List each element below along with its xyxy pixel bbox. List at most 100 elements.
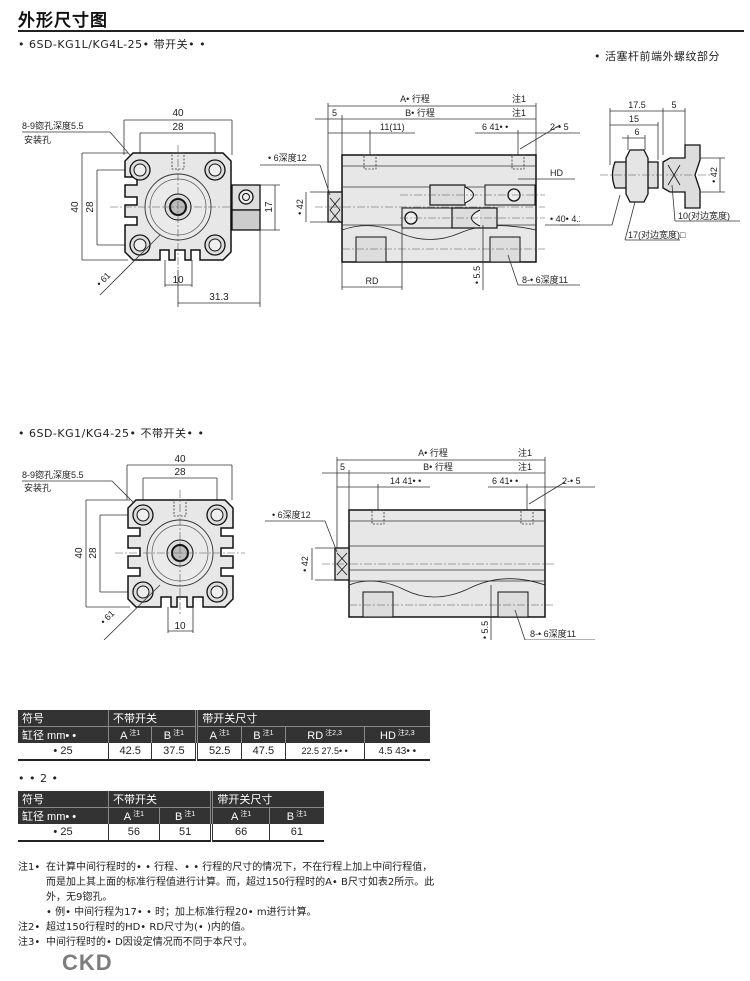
- hole-note-b2: 安装孔: [24, 482, 51, 493]
- wrench-17: 17(对边宽度)□: [628, 229, 686, 240]
- rod-end-detail: 17.5 5 15 6 • 42 10(对边宽度) 17(对边宽度)□: [560, 100, 740, 241]
- note-3: 注3•中间行程时的• D因设定情况而不同于本尺寸。: [18, 937, 253, 948]
- rod-bore-2: • 6深度12: [272, 509, 311, 520]
- note-1-example: • 例• 中间行程为17• • 时；加上标准行程20• m进行计算。: [46, 907, 317, 918]
- dim-switch-height: 17: [264, 201, 275, 213]
- dim-switch-offset: 31.3: [209, 292, 229, 303]
- side-view-without-switch: A• 行程 注1 B• 行程 注1 5 14 41• • 6 41• • 2-•…: [265, 447, 595, 640]
- hole-note-b: 8-9锪孔深度5.5: [22, 469, 84, 480]
- cell: 22.5 27.5• •: [284, 743, 365, 761]
- table-row: • 25 42.5 37.5 52.5 47.5 22.5 27.5• • 4.…: [18, 743, 430, 761]
- cell: 47.5: [241, 743, 286, 761]
- ckd-logo: CKD: [62, 950, 113, 975]
- dim-5-5-2: • 5.5: [480, 621, 490, 639]
- dim-5-2: 5: [340, 462, 345, 472]
- dim-height-outer-2: 40: [74, 547, 85, 559]
- cell-bore: • 25: [18, 743, 109, 761]
- dim-6: 6 41• •: [482, 122, 508, 132]
- group-with-switch: 带开关尺寸: [210, 791, 324, 808]
- group-no-switch: 不带开关: [107, 791, 212, 808]
- dim-slot-width: 10: [172, 275, 184, 286]
- dim-a-note: 注1: [512, 93, 526, 104]
- hole-note: 8-9锪孔深度5.5: [22, 120, 84, 131]
- header-symbol: 符号: [18, 710, 109, 727]
- dim-11: 11(11): [380, 122, 405, 132]
- front-view-without-switch: 40 28 40 28 8-9锪孔深度5.5 安装孔 • 61 10: [22, 454, 245, 640]
- cell: 42.5: [107, 743, 152, 761]
- dim-width-inner-2: 28: [174, 467, 186, 478]
- dim-a-stroke: A• 行程: [400, 93, 430, 104]
- note-1: 注1•在计算中间行程时的• • 行程、• • 行程的尺寸的情况下，不在行程上加上…: [18, 862, 435, 903]
- dim-14: 14 41• •: [390, 476, 421, 486]
- lock-nut: [625, 149, 649, 203]
- dim-height-outer: 40: [70, 201, 81, 213]
- dim-hd: HD: [550, 168, 563, 178]
- rod-bore: • 6深度12: [268, 152, 307, 163]
- mount-holes: 8-• 6深度11: [522, 274, 568, 285]
- dim-b-note: 注1: [512, 107, 526, 118]
- dim-6-rod: 6: [634, 127, 639, 137]
- group-with-switch: 带开关尺寸: [195, 710, 430, 727]
- dim-12: • 42: [709, 167, 719, 183]
- dim-rd: RD: [366, 276, 379, 286]
- dim-5-rod: 5: [671, 100, 676, 110]
- header-bore: 缸径 mm• •: [18, 807, 109, 824]
- dim-width-outer-2: 40: [174, 454, 186, 465]
- cell-bore: • 25: [18, 824, 109, 842]
- dim-b-stroke-2: B• 行程: [423, 461, 453, 472]
- table2-caption: • • 2 •: [18, 772, 59, 785]
- dim-b-stroke: B• 行程: [405, 107, 435, 118]
- cell: 4.5 43• •: [363, 743, 430, 761]
- port-size: 2-• 5: [550, 122, 569, 132]
- dim-a-note-2: 注1: [518, 447, 532, 458]
- cell: 56: [108, 824, 160, 842]
- section-label-with-switch: • 6SD-KG1L/KG4L-25• 带开关• •: [18, 38, 207, 51]
- wrench-10: 10(对边宽度): [678, 210, 730, 221]
- rod-end-label: • 活塞杆前端外螺纹部分: [594, 50, 720, 63]
- dim-5-5: • 5.5: [472, 266, 482, 284]
- port-size-2: 2-• 5: [562, 476, 581, 486]
- page-title: 外形尺寸图: [18, 11, 108, 31]
- dim-15: 15: [629, 114, 639, 124]
- dim-17-5: 17.5: [628, 100, 646, 110]
- notes: 注1•在计算中间行程时的• • 行程、• • 行程的尺寸的情况下，不在行程上加上…: [18, 860, 438, 950]
- dim-6-2: 6 41• •: [492, 476, 518, 486]
- dim-height-inner-2: 28: [88, 547, 99, 559]
- dim-height-inner: 28: [85, 201, 96, 213]
- rod-diameter-2: • 42: [300, 556, 310, 572]
- hole-note-2: 安装孔: [24, 134, 51, 145]
- cell: 52.5: [195, 743, 242, 761]
- header-symbol: 符号: [18, 791, 109, 808]
- side-view-with-switch: A• 行程 注1 B• 行程 注1 5 11(11) 6 41• • 2-• 5…: [260, 93, 580, 290]
- dim-5: 5: [332, 108, 337, 118]
- cell: 51: [158, 824, 212, 842]
- dim-width-outer: 40: [172, 108, 184, 119]
- note-2: 注2•超过150行程时的HD• RD尺寸为(• )内的值。: [18, 922, 251, 933]
- table-row: • 25 56 51 66 61: [18, 824, 324, 842]
- rod-end-body: [662, 144, 701, 209]
- dim-a-stroke-2: A• 行程: [418, 447, 448, 458]
- front-view-with-switch: 40 28 40 28 8-9锪孔深度5.5 安装孔 • 61 10 31.3 …: [22, 108, 280, 307]
- dim-width-inner: 28: [172, 122, 184, 133]
- header-bore: 缸径 mm• •: [18, 726, 109, 743]
- cell: 66: [210, 824, 270, 842]
- cell: 61: [268, 824, 324, 842]
- mount-holes-2: 8-• 6深度11: [530, 628, 576, 639]
- title-divider: [18, 30, 744, 32]
- group-no-switch: 不带开关: [107, 710, 197, 727]
- dim-slot-width-2: 10: [174, 621, 186, 632]
- section-label-without-switch: • 6SD-KG1/KG4-25• 不带开关• •: [18, 427, 205, 440]
- dim-b-note-2: 注1: [518, 461, 532, 472]
